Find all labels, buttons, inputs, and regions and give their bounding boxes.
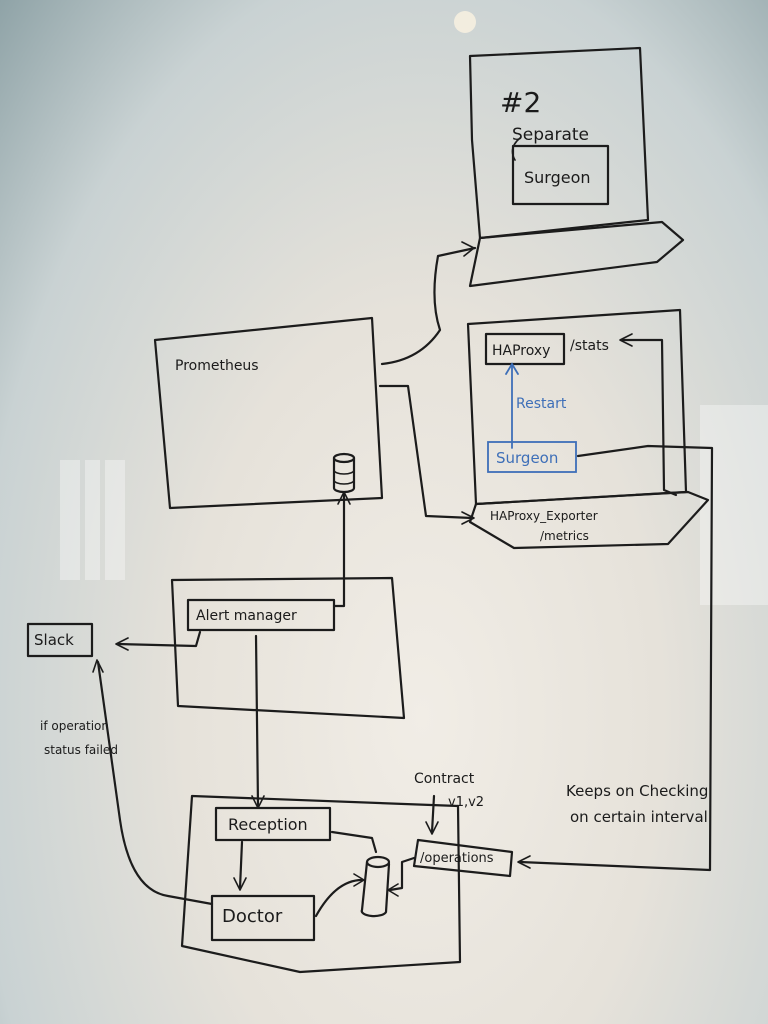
- connector-surgeon-to-operations: [518, 444, 714, 872]
- service-box: [180, 794, 462, 974]
- haproxy-label: HAProxy: [492, 343, 550, 359]
- doctor-label: Doctor: [222, 906, 283, 927]
- surgeon-mid-box: [487, 441, 577, 473]
- doctor-box: [210, 894, 316, 942]
- reception-label: Reception: [228, 815, 308, 834]
- database-icon: [332, 452, 356, 494]
- versions-label: v1,v2: [448, 795, 484, 810]
- service-group: Reception Doctor /operations: [180, 794, 514, 974]
- separate-box: [468, 46, 650, 240]
- alertmanager-outer-box: [170, 576, 406, 720]
- surgeon-mid-label: Surgeon: [496, 449, 558, 467]
- separate-surgeon-group: #2 Separate Surgeon: [468, 46, 685, 288]
- alertmanager-group: Alert manager: [170, 576, 406, 720]
- surgeon-top-box: [511, 144, 610, 206]
- operations-box: [412, 838, 514, 878]
- service-database-icon: [360, 855, 391, 918]
- prometheus-label: Prometheus: [175, 358, 259, 374]
- operations-label: /operations: [420, 851, 494, 866]
- prometheus-group: Prometheus: [153, 316, 384, 510]
- light-reflection: [454, 11, 476, 33]
- slack-label: Slack: [34, 631, 74, 649]
- prometheus-box: [153, 316, 384, 510]
- slack-box: [26, 622, 94, 658]
- connector-separate-to-prometheus: [380, 246, 477, 366]
- connector-alertmanager-to-database: [332, 492, 346, 608]
- stats-loop-arrow: [620, 338, 678, 497]
- connector-doctor-to-slack: [96, 660, 214, 906]
- alertmanager-inner-box: [186, 598, 336, 632]
- metrics-label: /metrics: [540, 529, 589, 543]
- surgeon-top-label: Surgeon: [524, 168, 591, 187]
- connector-alertmanager-to-slack: [116, 630, 202, 648]
- exporter-group: HAProxy_Exporter /metrics: [468, 490, 710, 550]
- exporter-box: [468, 490, 710, 550]
- keeps-checking-line2: on certain interval: [570, 808, 708, 826]
- reception-box: [214, 806, 332, 842]
- separate-base-shape: [468, 220, 685, 288]
- contract-arrow: [430, 794, 436, 834]
- haproxy-group: HAProxy /stats Restart Surgeon: [466, 308, 688, 506]
- stats-label: /stats: [570, 338, 609, 354]
- connector-prometheus-to-exporter: [378, 384, 474, 520]
- slack-group: Slack: [26, 622, 94, 658]
- contract-label: Contract: [414, 771, 475, 787]
- status-failed-label: status failed: [44, 743, 118, 757]
- number-label: #2: [500, 86, 541, 119]
- connector-alertmanager-to-reception: [254, 634, 260, 808]
- restart-label: Restart: [516, 396, 567, 412]
- exporter-label: HAProxy_Exporter: [490, 509, 598, 523]
- separate-label: Separate: [512, 125, 589, 145]
- if-operation-label: if operation: [40, 719, 109, 733]
- alertmanager-label: Alert manager: [196, 608, 297, 624]
- haproxy-inner-box: [484, 332, 566, 366]
- keeps-checking-line1: Keeps on Checking: [566, 782, 708, 800]
